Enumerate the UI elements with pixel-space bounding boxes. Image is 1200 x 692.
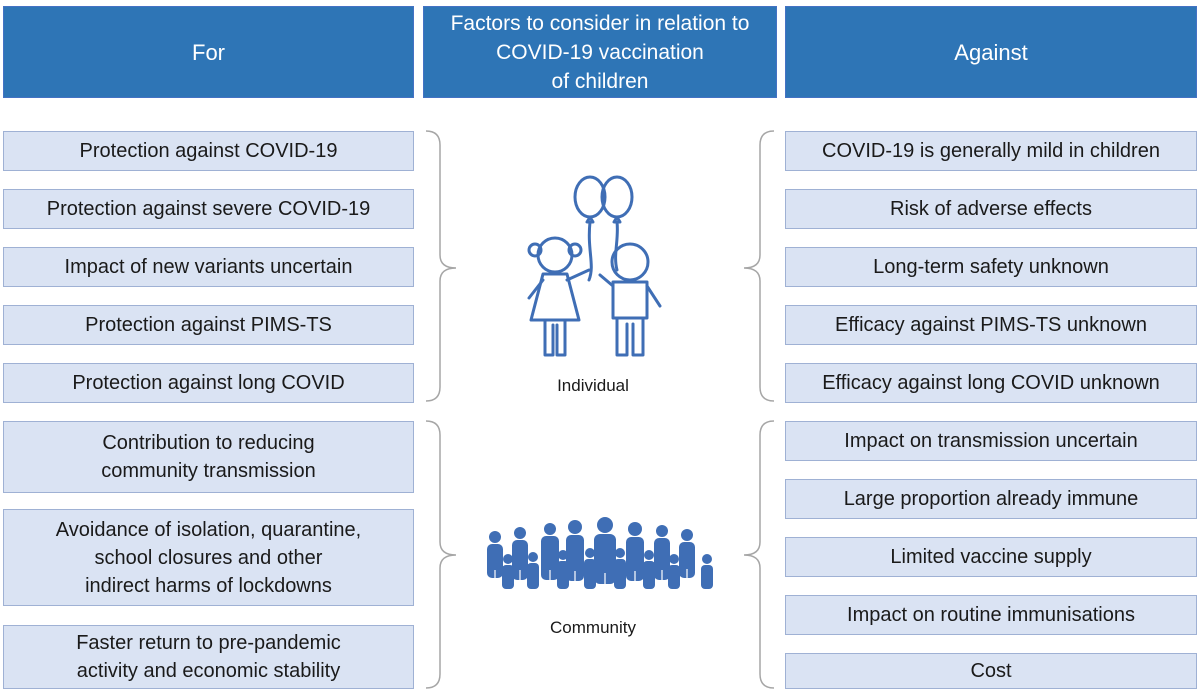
for-community-item-3-line-1: Faster return to pre-pandemic <box>76 632 341 654</box>
against-individual-item-5: Efficacy against long COVID unknown <box>785 363 1197 403</box>
for-community-item-1-line-2: community transmission <box>101 460 316 482</box>
for-individual-item-4: Protection against PIMS-TS <box>3 305 414 345</box>
for-individual-item-5: Protection against long COVID <box>3 363 414 403</box>
for-community-item-1: Contribution to reducing community trans… <box>3 421 414 493</box>
community-caption: Community <box>550 618 636 637</box>
against-individual-item-1: COVID-19 is generally mild in children <box>785 131 1197 171</box>
for-community-item-3-line-2: activity and economic stability <box>76 660 341 682</box>
crowd-of-people-icon <box>487 517 713 589</box>
against-community-item-3: Limited vaccine supply <box>785 537 1197 577</box>
right-individual-bracket <box>743 130 775 402</box>
against-community-item-2: Large proportion already immune <box>785 479 1197 519</box>
for-individual-item-1: Protection against COVID-19 <box>3 131 414 171</box>
header-title-line-1: Factors to consider in relation to <box>450 11 750 35</box>
left-community-bracket <box>425 420 457 689</box>
header-for: For <box>3 6 414 98</box>
for-community-item-2-line-1: Avoidance of isolation, quarantine, <box>55 518 362 541</box>
against-community-item-5: Cost <box>785 653 1197 689</box>
for-individual-item-3: Impact of new variants uncertain <box>3 247 414 287</box>
right-community-bracket <box>743 420 775 689</box>
against-individual-item-4: Efficacy against PIMS-TS unknown <box>785 305 1197 345</box>
children-with-balloons-icon <box>527 175 662 357</box>
header-title-line-3: of children <box>551 69 649 93</box>
for-community-item-2-line-3: indirect harms of lockdowns <box>85 574 332 597</box>
header-title: Factors to consider in relation to COVID… <box>423 6 777 98</box>
against-community-item-1: Impact on transmission uncertain <box>785 421 1197 461</box>
header-against: Against <box>785 6 1197 98</box>
left-individual-bracket <box>425 130 457 402</box>
for-individual-item-2: Protection against severe COVID-19 <box>3 189 414 229</box>
header-title-line-2: COVID-19 vaccination <box>496 40 704 64</box>
for-community-item-1-line-1: Contribution to reducing <box>102 432 315 454</box>
against-individual-item-3: Long-term safety unknown <box>785 247 1197 287</box>
for-community-item-3: Faster return to pre-pandemic activity a… <box>3 625 414 689</box>
for-community-item-2-line-2: school closures and other <box>94 546 323 569</box>
against-individual-item-2: Risk of adverse effects <box>785 189 1197 229</box>
individual-caption: Individual <box>557 376 629 395</box>
for-community-item-2: Avoidance of isolation, quarantine, scho… <box>3 509 414 606</box>
against-community-item-4: Impact on routine immunisations <box>785 595 1197 635</box>
